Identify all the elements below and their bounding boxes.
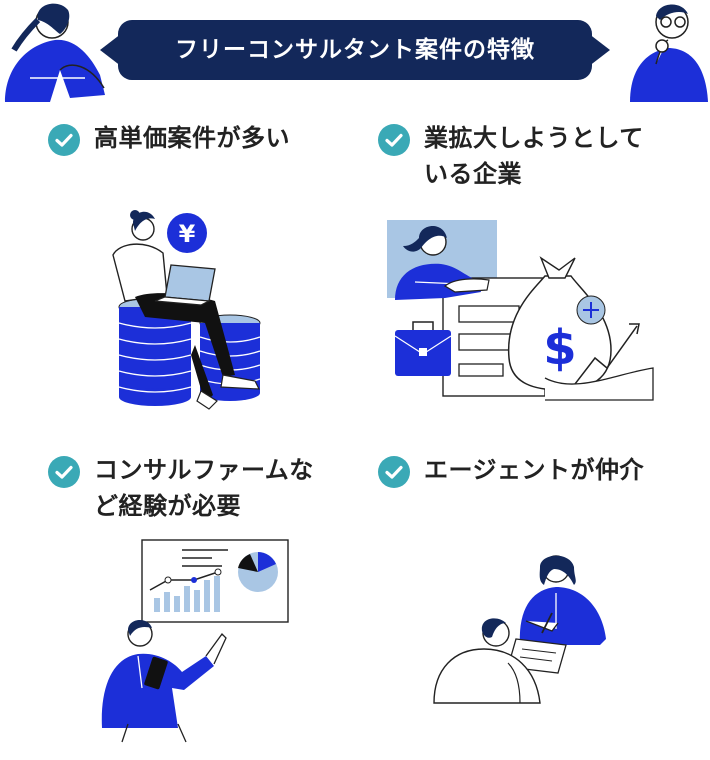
- page-title: フリーコンサルタント案件の特徴: [175, 37, 535, 63]
- person-right-illustration: [630, 4, 708, 102]
- header-banner: フリーコンサルタント案件の特徴: [100, 20, 610, 80]
- dollar-bag-icon: $: [543, 320, 576, 376]
- yen-coin-icon: ¥: [179, 220, 196, 248]
- feature-agent-mediation: エージェントが仲介: [378, 452, 678, 488]
- person-left-illustration: [5, 3, 105, 102]
- money-bag-illustration: $: [387, 220, 654, 401]
- banner-shape: [100, 20, 610, 80]
- coins-person-illustration: ¥: [112, 210, 261, 410]
- feature-high-price: 高単価案件が多い: [48, 120, 348, 156]
- check-circle-icon: [48, 124, 80, 156]
- meeting-illustration: [433, 555, 606, 704]
- feature-expanding-companies: 業拡大しようとしている企業: [378, 120, 668, 192]
- feature-label: 高単価案件が多い: [94, 124, 290, 152]
- feature-label: エージェントが仲介: [424, 456, 645, 484]
- check-circle-icon: [48, 456, 80, 488]
- check-circle-icon: [378, 456, 410, 488]
- presenter-illustration: [101, 539, 289, 743]
- feature-label: コンサルファームなど経験が必要: [94, 456, 314, 520]
- check-circle-icon: [378, 124, 410, 156]
- feature-experience-required: コンサルファームなど経験が必要: [48, 452, 318, 524]
- feature-label: 業拡大しようとしている企業: [424, 124, 644, 188]
